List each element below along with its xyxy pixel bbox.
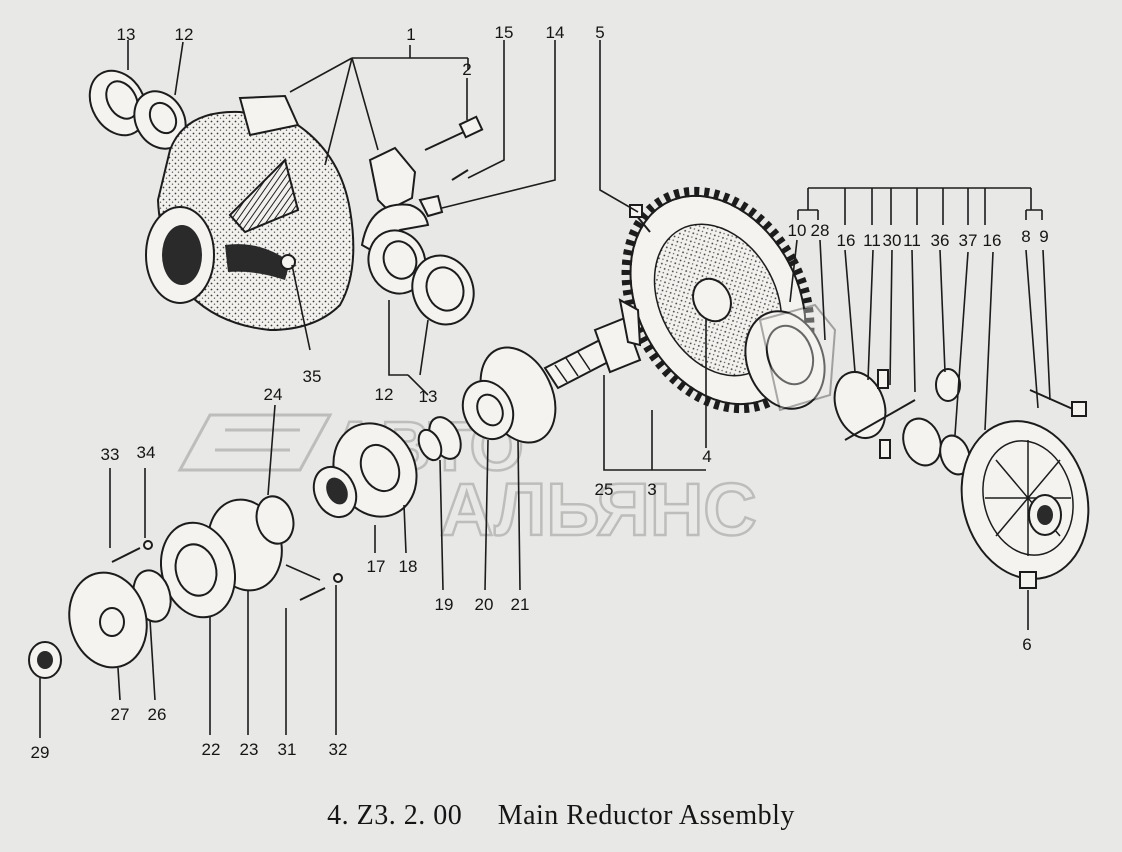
callout-32: 32: [329, 740, 348, 759]
figure-caption: 4. Z3. 2. 00 Main Reductor Assembly: [0, 800, 1122, 832]
callout-17: 17: [367, 557, 386, 576]
callout-12: 12: [175, 25, 194, 44]
pinion-housing: [312, 346, 557, 519]
callout-37: 37: [959, 231, 978, 250]
callout-10: 10: [788, 221, 807, 240]
callout-6: 6: [1022, 635, 1031, 654]
callout-9: 9: [1039, 227, 1048, 246]
callout-11: 11: [863, 231, 881, 250]
callout-33: 33: [101, 445, 120, 464]
caption-code: 4. Z3. 2. 00: [327, 800, 463, 831]
callout-15: 15: [495, 23, 514, 42]
callout-3: 3: [647, 480, 656, 499]
leader-lines: [39, 40, 1051, 738]
differential-internals: [744, 303, 971, 476]
callout-22: 22: [202, 740, 221, 759]
callout-16-b: 16: [983, 231, 1002, 250]
callout-25: 25: [595, 480, 614, 499]
callout-8: 8: [1021, 227, 1030, 246]
differential-cover: [960, 389, 1090, 589]
callout-35: 35: [303, 367, 322, 386]
callout-21: 21: [511, 595, 530, 614]
front-flange-group: [28, 495, 343, 679]
callout-2: 2: [462, 60, 471, 79]
callout-29: 29: [31, 743, 50, 762]
callout-31: 31: [278, 740, 297, 759]
caption-title: Main Reductor Assembly: [497, 800, 795, 831]
callout-13: 13: [117, 25, 136, 44]
callout-23: 23: [240, 740, 259, 759]
callout-13-lower: 13: [419, 387, 438, 406]
callout-14: 14: [546, 23, 565, 42]
pinion-shaft: [543, 298, 642, 390]
callout-26: 26: [148, 705, 167, 724]
watermark-line2: АЛЬЯНС: [440, 468, 757, 551]
callout-11-b: 11: [903, 231, 921, 250]
callout-5: 5: [595, 23, 604, 42]
callout-30: 30: [883, 231, 902, 250]
callout-36: 36: [931, 231, 950, 250]
callout-24: 24: [264, 385, 283, 404]
housing-assembly: [88, 69, 484, 332]
ring-gear: [621, 186, 815, 414]
callout-19: 19: [435, 595, 454, 614]
callout-34: 34: [137, 443, 156, 462]
callout-12-lower: 12: [375, 385, 394, 404]
callout-numbers: 13 12 1 2 15 14 5 35 12 13 10 28 16 11 3…: [31, 23, 1049, 762]
callout-20: 20: [475, 595, 494, 614]
callout-4: 4: [702, 447, 711, 466]
callout-18: 18: [399, 557, 418, 576]
callout-1: 1: [406, 25, 415, 44]
callout-27: 27: [111, 705, 130, 724]
callout-28: 28: [811, 221, 830, 240]
callout-16: 16: [837, 231, 856, 250]
